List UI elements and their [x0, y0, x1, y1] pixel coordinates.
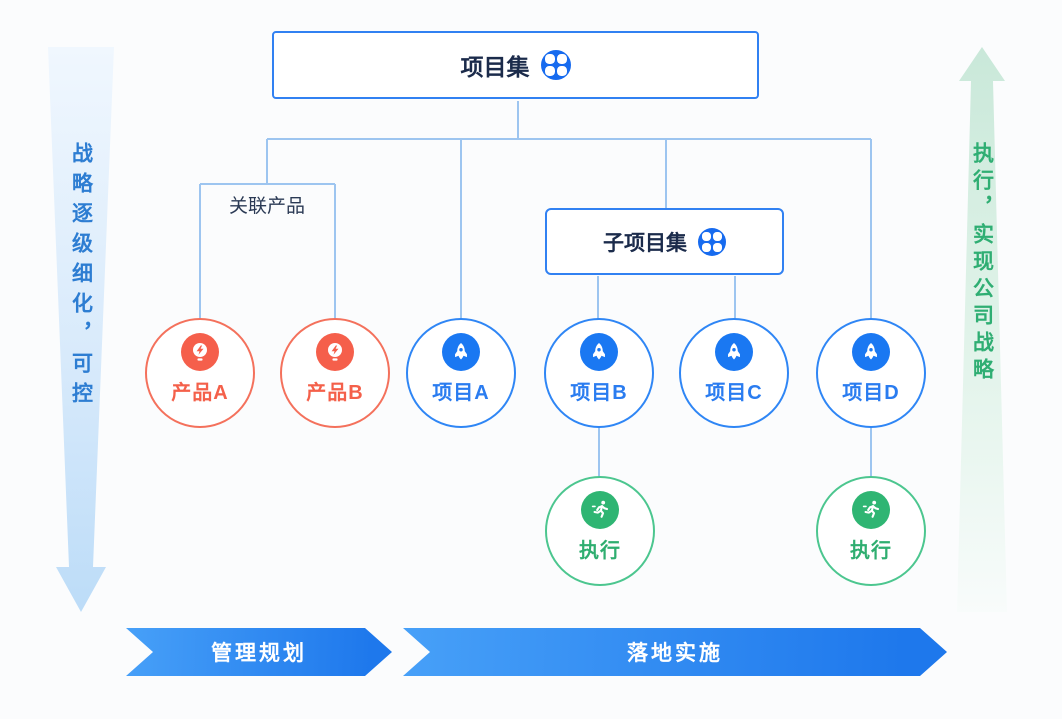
runner-icon: [581, 491, 619, 529]
banner-label: 管理规划: [211, 642, 307, 665]
product-node-a: 产品A: [145, 318, 255, 428]
execution-node-2: 执行: [816, 476, 926, 586]
node-label: 项目D: [842, 382, 900, 404]
lightbulb-icon: [181, 333, 219, 371]
subprogram-box-label: 子项目集: [603, 231, 687, 255]
node-label: 产品B: [306, 382, 364, 404]
product-node-b: 产品B: [280, 318, 390, 428]
banner-implementation: 落地实施: [403, 628, 947, 676]
rocket-icon: [852, 333, 890, 371]
project-node-a: 项目A: [406, 318, 516, 428]
node-label: 项目A: [432, 382, 490, 404]
program-box: 项目集: [272, 31, 759, 99]
strategy-down-arrow-text: 战略逐级细化，可控: [69, 142, 93, 412]
project-node-d: 项目D: [816, 318, 926, 428]
node-label: 产品A: [171, 382, 229, 404]
rocket-icon: [442, 333, 480, 371]
subprogram-box: 子项目集: [545, 208, 784, 275]
banner-label: 落地实施: [627, 642, 723, 665]
banner-management-planning: 管理规划: [126, 628, 392, 676]
program-box-label: 项目集: [460, 54, 530, 80]
project-node-b: 项目B: [544, 318, 654, 428]
lightbulb-icon: [316, 333, 354, 371]
node-label: 项目C: [705, 382, 763, 404]
rocket-icon: [715, 333, 753, 371]
node-label: 项目B: [570, 382, 628, 404]
rocket-icon: [580, 333, 618, 371]
related-products-label: 关联产品: [228, 196, 305, 217]
four-petal-cluster-icon: [540, 50, 571, 80]
node-label: 执行: [579, 540, 621, 562]
execution-node-1: 执行: [545, 476, 655, 586]
four-petal-cluster-icon: [698, 227, 726, 256]
node-label: 执行: [850, 540, 892, 562]
execution-up-arrow-text: 执行，实现公司战略: [970, 142, 994, 385]
project-node-c: 项目C: [679, 318, 789, 428]
runner-icon: [852, 491, 890, 529]
